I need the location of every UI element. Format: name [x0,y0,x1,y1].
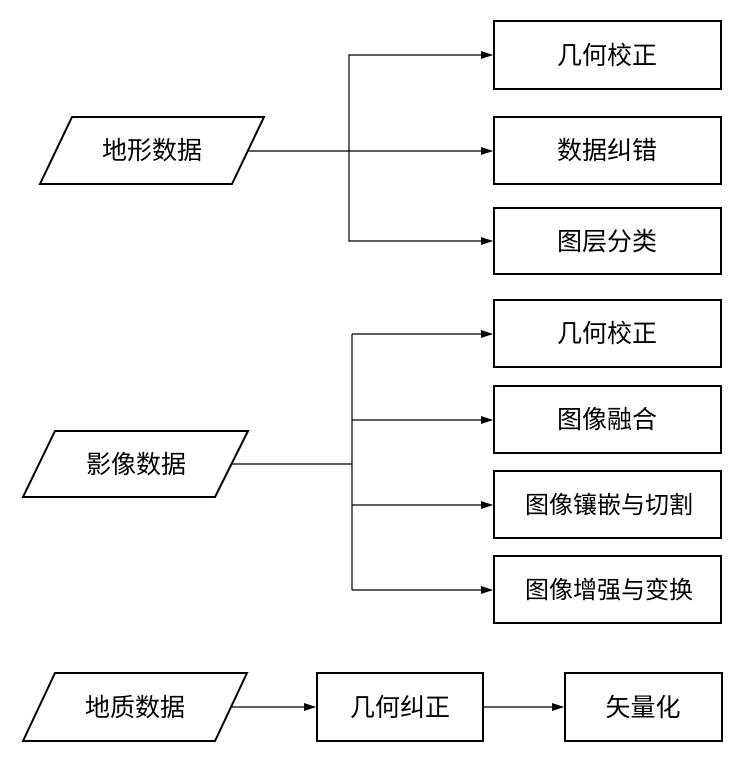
terrain-step-layer-classification [493,207,722,275]
terrain-step-3-label: 图层分类 [557,227,657,256]
terrain-data-node [38,116,266,185]
imagery-data-node [21,430,250,498]
geology-group: 地质数据 几何纠正 矢量化 [21,672,723,742]
terrain-step-data-error-correction [493,116,722,185]
terrain-data-label: 地形数据 [102,136,202,165]
imagery-data-label: 影像数据 [86,450,186,479]
imagery-step-geometric-correction [493,299,722,368]
geology-data-node [21,672,249,742]
imagery-step-4-label: 图像增强与变换 [525,576,693,604]
geology-step-geometric-rectification [316,672,484,742]
imagery-step-3-label: 图像镶嵌与切割 [525,491,693,519]
imagery-step-enhance-and-transform [493,555,722,624]
geology-step-1-label: 几何纠正 [350,693,450,722]
imagery-step-mosaic-and-clip [493,470,722,539]
imagery-group: 影像数据 几何校正 图像融合 图像镶嵌与切割 图像增强与变换 [21,299,722,624]
terrain-connector-bottom [348,151,493,245]
terrain-step-1-label: 几何校正 [557,41,657,70]
geology-step-vectorization [564,672,723,742]
terrain-step-2-label: 数据纠错 [557,136,657,165]
imagery-step-1-label: 几何校正 [557,319,657,348]
terrain-connector-top [348,51,493,151]
geology-step-2-label: 矢量化 [605,693,680,722]
imagery-step-2-label: 图像融合 [557,405,657,434]
terrain-step-geometric-correction [493,20,722,90]
geology-data-label: 地质数据 [85,693,185,722]
imagery-step-image-fusion [493,385,722,454]
terrain-group: 地形数据 几何校正 数据纠错 图层分类 [38,20,722,275]
